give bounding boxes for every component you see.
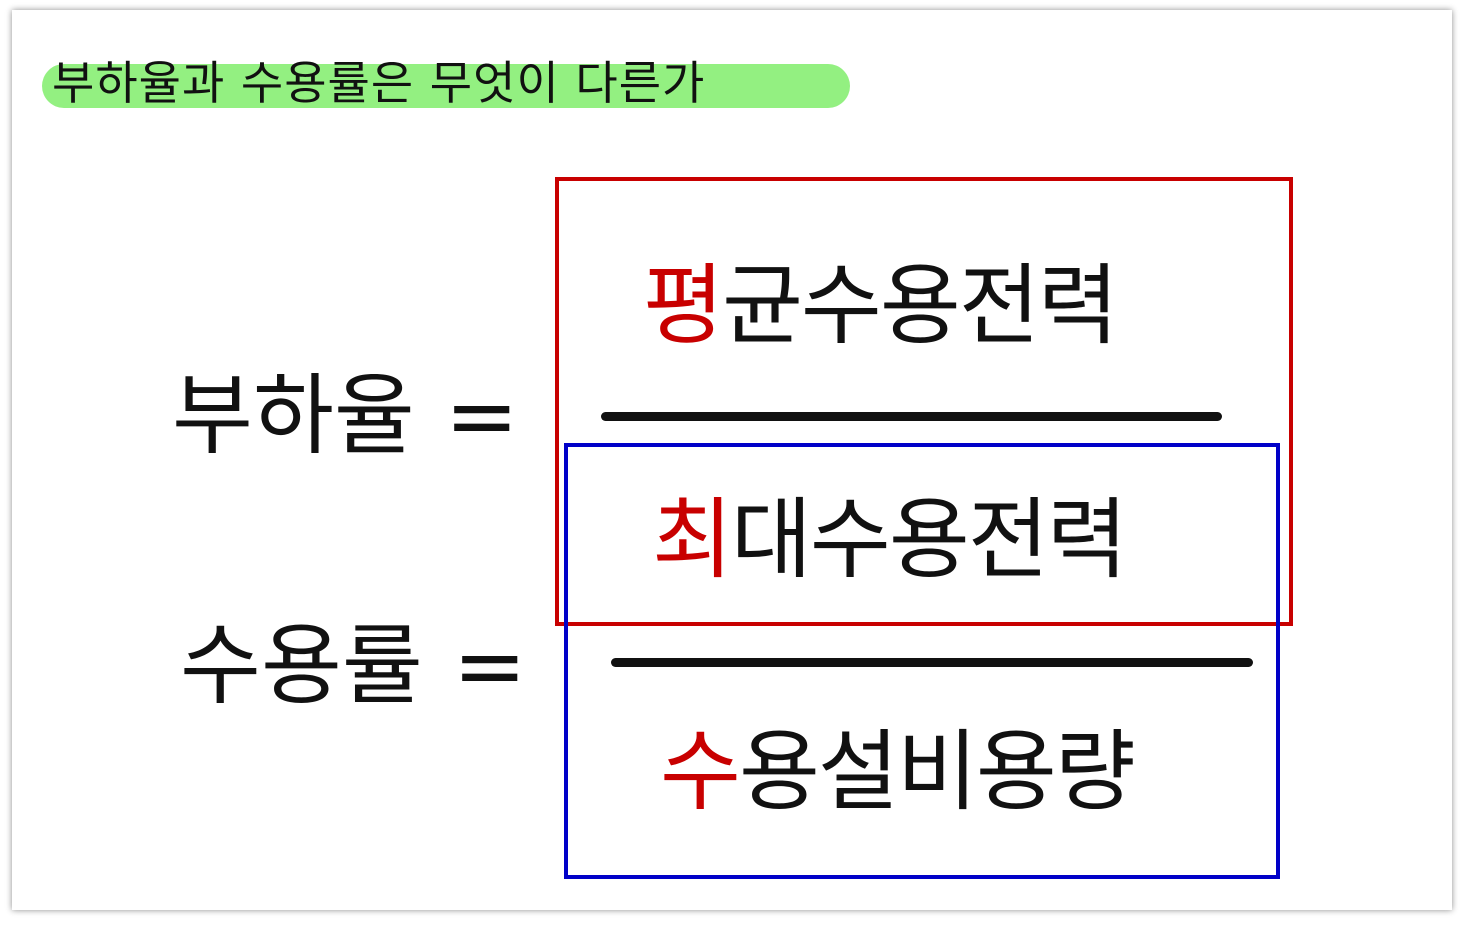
- load-factor-fraction-line: [601, 412, 1222, 421]
- demand-factor-fraction-line: [611, 658, 1253, 667]
- demand-factor-box: [564, 443, 1280, 879]
- max-demand-term: 최대수용전력: [652, 496, 1128, 584]
- average-demand-first-char: 평: [643, 254, 724, 357]
- installed-capacity-term: 수용설비용량: [660, 728, 1136, 816]
- average-demand-rest: 균수용전력: [721, 254, 1119, 357]
- page-title: 부하율과 수용률은 무엇이 다른가: [52, 56, 706, 110]
- demand-factor-equals: =: [452, 614, 527, 717]
- title-block: 부하율과 수용률은 무엇이 다른가: [42, 56, 850, 110]
- max-demand-first-char: 최: [652, 488, 733, 591]
- demand-factor-label: 수용률: [180, 614, 423, 717]
- load-factor-label: 부하율: [172, 364, 415, 467]
- installed-capacity-first-char: 수: [660, 720, 741, 823]
- demand-factor-lhs: 수용률=: [180, 622, 527, 710]
- average-demand-term: 평균수용전력: [643, 262, 1119, 350]
- load-factor-lhs: 부하율=: [172, 372, 519, 460]
- load-factor-equals: =: [444, 364, 519, 467]
- slide-card: [12, 10, 1452, 910]
- installed-capacity-rest: 용설비용량: [738, 720, 1136, 823]
- title-highlight: [42, 64, 850, 108]
- max-demand-rest: 대수용전력: [730, 488, 1128, 591]
- load-factor-box: [555, 177, 1293, 626]
